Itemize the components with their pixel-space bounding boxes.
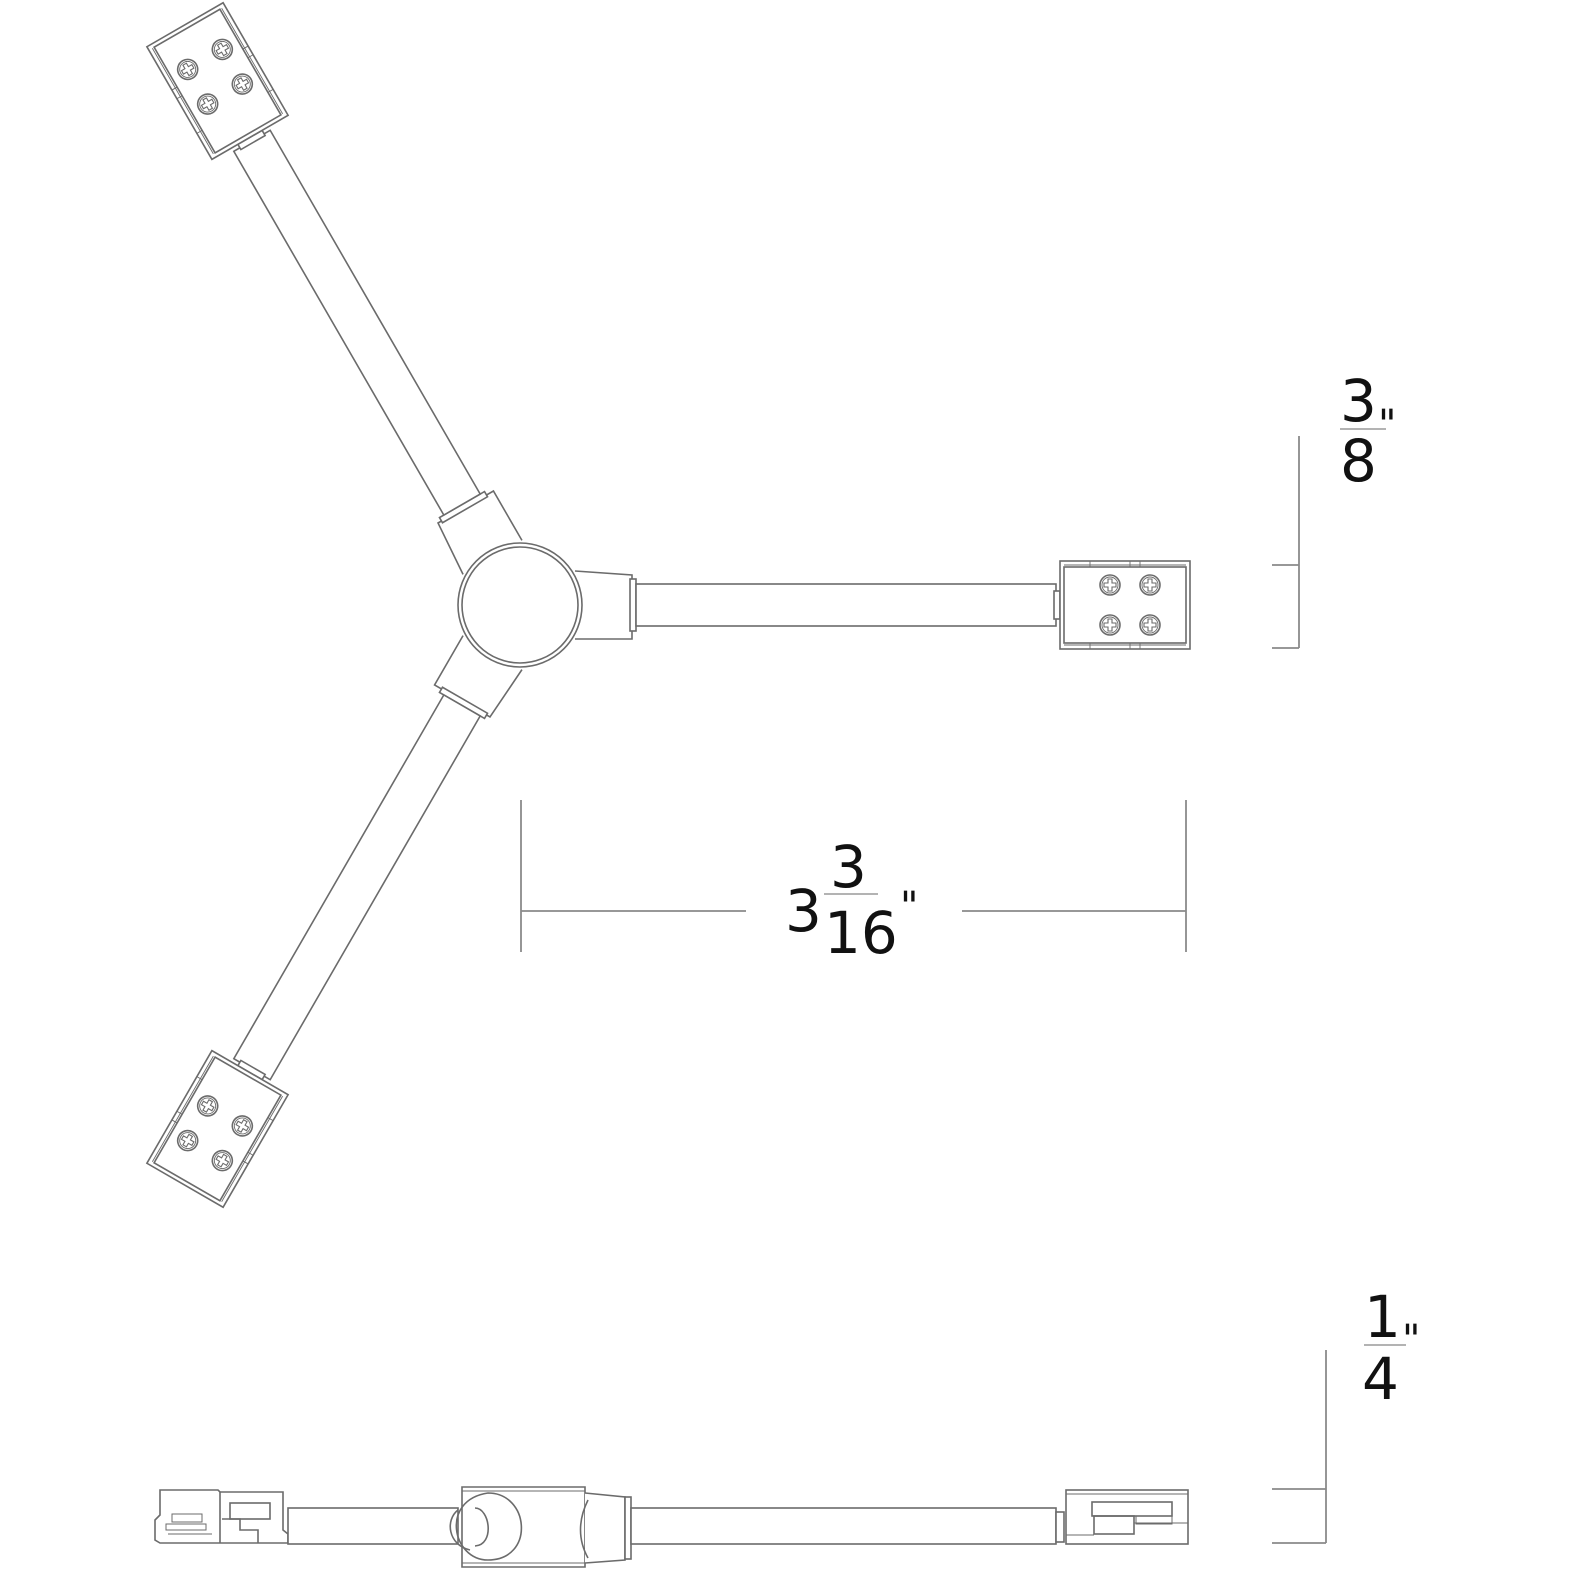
dimension-arm-length-lines xyxy=(520,800,1187,952)
connector-width-numerator: 3 xyxy=(1340,367,1377,435)
height-numerator: 1 xyxy=(1364,1283,1401,1351)
arm-length-denominator: 16 xyxy=(824,899,898,967)
height-unit: " xyxy=(1402,1317,1421,1363)
side-right-connector xyxy=(1055,1489,1189,1545)
connector-width-denominator: 8 xyxy=(1340,427,1377,495)
arm-length-whole: 3 xyxy=(785,877,822,945)
side-hub xyxy=(449,1486,632,1568)
side-left-tube xyxy=(287,1507,459,1545)
connector-width-unit: " xyxy=(1378,402,1397,448)
right-arm xyxy=(575,561,1190,649)
arm-length-numerator: 3 xyxy=(830,833,867,901)
dimension-connector-width-lines xyxy=(1272,428,1386,649)
dimension-height-lines xyxy=(1272,1344,1406,1544)
round-hub xyxy=(457,542,583,668)
arm-length-unit: " xyxy=(900,884,919,930)
side-view xyxy=(154,1486,1189,1568)
side-right-tube xyxy=(630,1507,1057,1545)
height-denominator: 4 xyxy=(1362,1345,1399,1413)
side-left-connector xyxy=(154,1489,289,1544)
upper-left-arm xyxy=(147,3,531,580)
top-view xyxy=(147,3,1190,1207)
lower-left-arm xyxy=(147,631,531,1208)
